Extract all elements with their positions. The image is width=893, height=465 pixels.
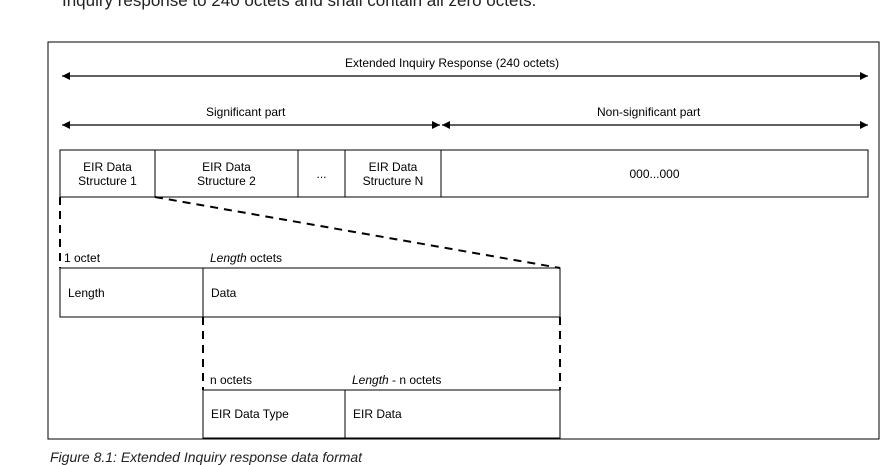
header-text: Inquiry response to 240 octets and shall… [62,0,537,10]
bottom-row-frame [202,389,561,439]
figure-caption: Figure 8.1: Extended Inquiry response da… [50,449,363,465]
one-octet-label: 1 octet [64,251,101,265]
octets-suffix: octets [246,251,283,265]
length-cell: Length [68,285,105,300]
minus-n-octets: - n octets [388,373,442,387]
n-octets-label: n octets [210,373,253,387]
middle-row-frame [59,267,561,318]
non-significant-label: Non-significant part [597,105,701,119]
length-italic: Length [210,251,247,265]
eir-data-cell: EIR Data [353,407,402,421]
eir-structure-2-cell: EIR Data Structure 2 [197,159,256,188]
eir-structure-n-cell: EIR Data Structure N [362,159,424,188]
length-italic-2: Length [352,373,389,387]
ellipsis-cell: ... [316,166,327,181]
zeros-cell: 000...000 [629,166,680,181]
length-minus-n-label: Length - n octets [352,373,441,387]
eir-label: Extended Inquiry Response (240 octets) [345,56,560,70]
data-cell: Data [211,285,237,300]
significant-label: Significant part [206,105,286,119]
top-row-frame [59,149,869,198]
eir-data-type-cell: EIR Data Type [211,407,289,421]
outer-frame [47,41,880,440]
eir-structure-1-cell: EIR Data Structure 1 [78,159,137,188]
dashed-diagonal [154,196,561,269]
length-octets-label: Length octets [210,251,282,265]
